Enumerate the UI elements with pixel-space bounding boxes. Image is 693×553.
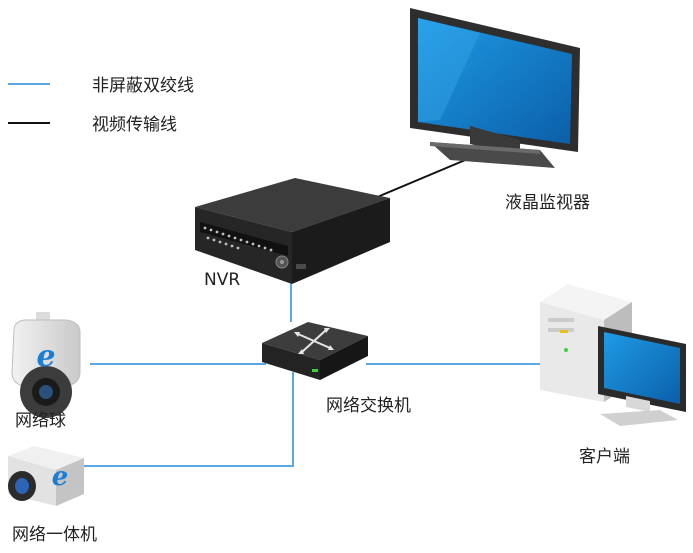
dome-camera-icon: e — [11, 312, 81, 418]
link-box-switch — [84, 372, 294, 467]
legend-video-label: 视频传输线 — [92, 115, 177, 135]
dome-camera-label: 网络球 — [15, 411, 66, 431]
box-camera-label: 网络一体机 — [12, 525, 97, 545]
client-label: 客户端 — [579, 447, 630, 467]
svg-text:e: e — [36, 339, 55, 374]
switch-icon — [262, 322, 368, 380]
monitor-label: 液晶监视器 — [505, 193, 590, 213]
switch-label: 网络交换机 — [326, 396, 411, 416]
legend-utp-label: 非屏蔽双绞线 — [92, 76, 194, 96]
nvr-label: NVR — [204, 270, 241, 290]
svg-text:e: e — [52, 462, 69, 492]
client-pc-icon — [540, 284, 686, 426]
nvr-icon — [195, 178, 390, 284]
monitor-icon — [410, 8, 580, 168]
box-camera-icon: e — [8, 446, 84, 506]
